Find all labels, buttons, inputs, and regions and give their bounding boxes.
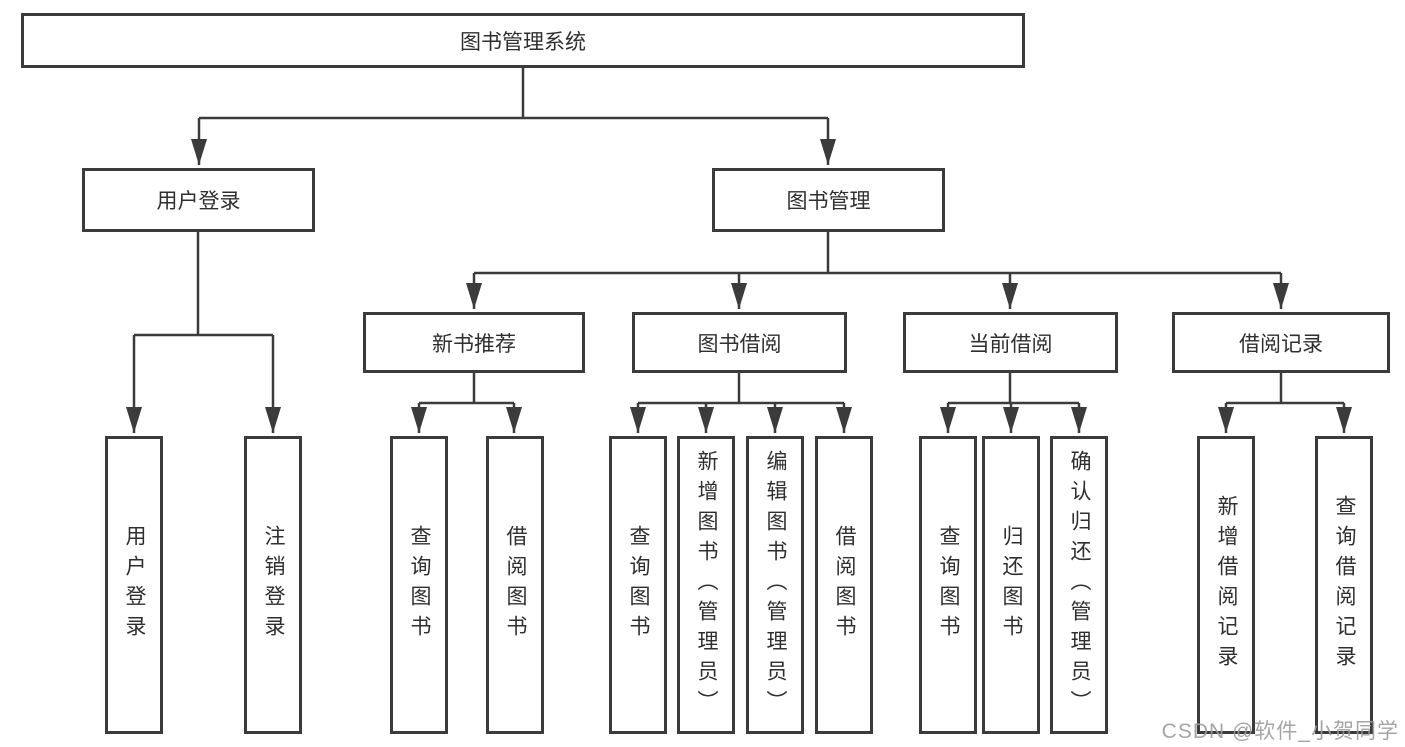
leaf-return-book: 归还图书 (982, 436, 1040, 734)
node-user-login: 用户登录 (82, 168, 315, 232)
node-new-book-recommend: 新书推荐 (363, 312, 585, 373)
leaf-query-books-borrowing: 查询图书 (609, 436, 667, 734)
leaf-edit-book-admin: 编辑图书（管理员） (746, 436, 804, 734)
node-borrowing-records: 借阅记录 (1172, 312, 1390, 373)
leaf-query-books-current: 查询图书 (919, 436, 977, 734)
leaf-confirm-return-admin: 确认归还（管理员） (1050, 436, 1108, 734)
node-current-borrowing: 当前借阅 (903, 312, 1118, 373)
leaf-query-borrow-record: 查询借阅记录 (1315, 436, 1373, 734)
leaf-user-login: 用户登录 (105, 436, 163, 734)
csdn-watermark: CSDN @软件_小贺同学 (1161, 720, 1399, 743)
leaf-borrow-books-recommend: 借阅图书 (486, 436, 544, 734)
node-book-management: 图书管理 (712, 168, 945, 232)
leaf-query-books-recommend: 查询图书 (390, 436, 448, 734)
leaf-add-borrow-record: 新增借阅记录 (1197, 436, 1255, 734)
node-system-root: 图书管理系统 (21, 13, 1025, 68)
node-book-borrowing: 图书借阅 (632, 312, 847, 373)
leaf-logout: 注销登录 (244, 436, 302, 734)
leaf-borrow-books-borrowing: 借阅图书 (815, 436, 873, 734)
leaf-add-book-admin: 新增图书（管理员） (677, 436, 735, 734)
